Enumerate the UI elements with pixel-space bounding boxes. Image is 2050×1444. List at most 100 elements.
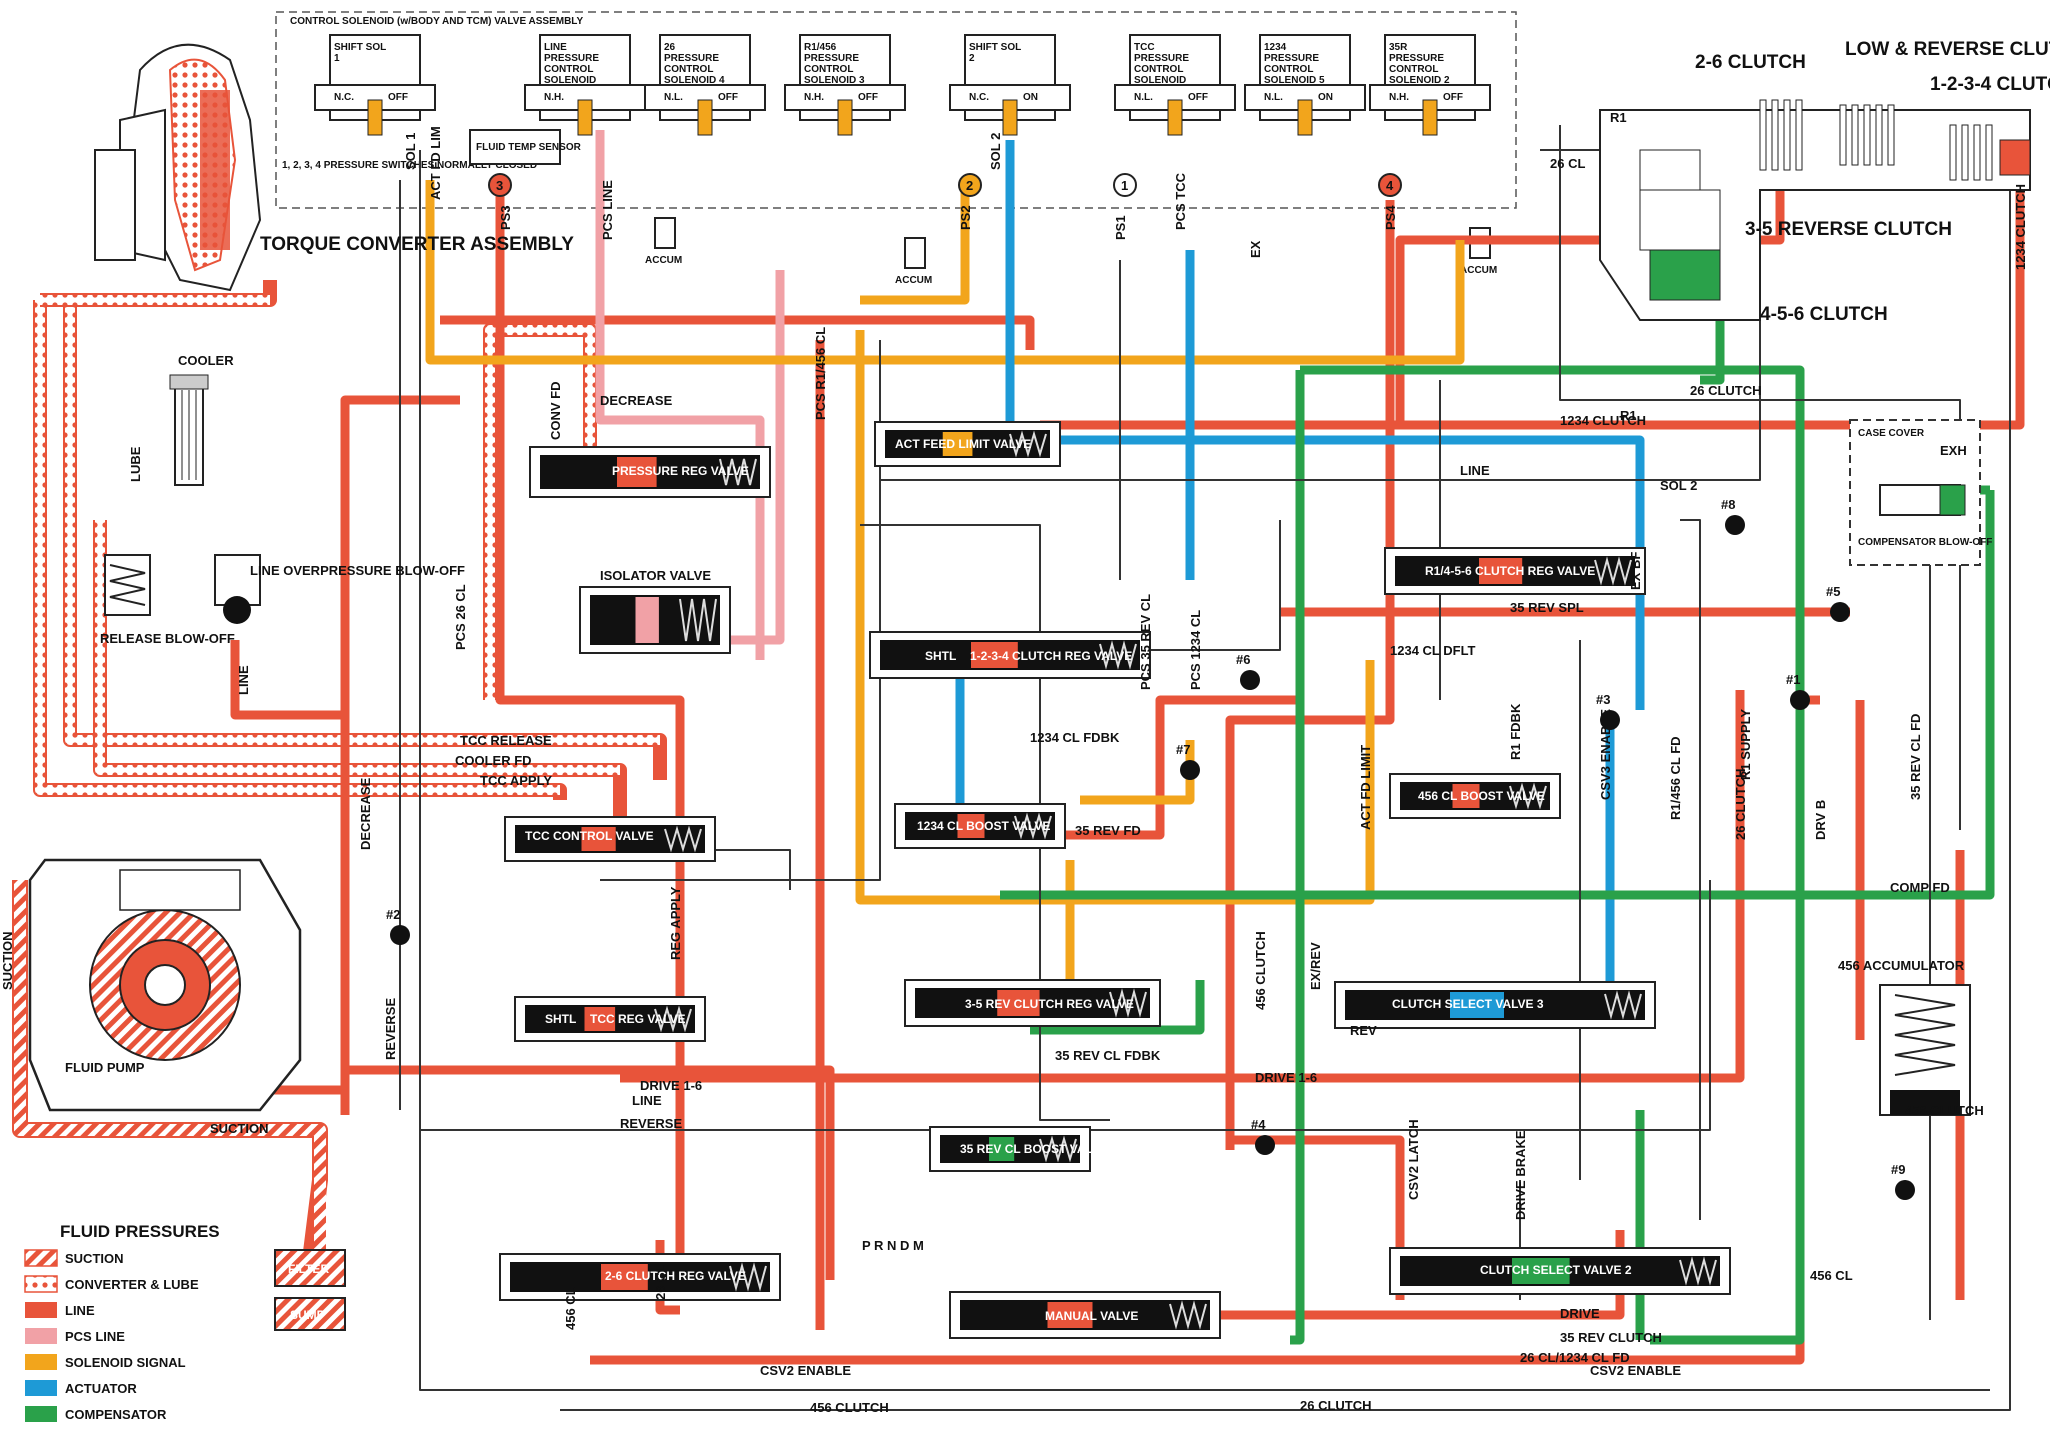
passage-label: R1 [1610,110,1627,125]
pressure-switch-number: 1 [1121,178,1128,193]
valve-spring [719,458,757,486]
legend-swatch [24,1275,58,1293]
solenoid-name-line: 35R [1389,42,1408,53]
clutch-assembly: 2-6 CLUTCH LOW & REVERSE CLUTCH 1-2-3-4 … [1599,39,2050,325]
legend-item: PCS LINE [25,1328,125,1344]
valve-spring [664,825,702,853]
passage-label: PCS TCC [1173,172,1188,230]
passage-label: PCS 35 REV CL [1138,594,1153,690]
passage-label: LINE [632,1093,662,1108]
release-blowoff-label: RELEASE BLOW-OFF [100,631,235,646]
passage-label: 35 REV CL FD [1908,714,1923,800]
checkball-label: #8 [1721,497,1735,512]
passage-label: SOL 1 [403,133,418,170]
line-drive-16 [620,690,1745,1083]
passage-label: 1234 CLUTCH [1560,413,1646,428]
clutch-26-plates [1759,99,1803,171]
solenoid-assembly-label: CONTROL SOLENOID (w/BODY AND TCM) VALVE … [290,16,583,27]
passage-label: 1234 CLUTCH [2013,184,2028,270]
valve-spring [1009,430,1047,458]
pressure-reg-label: PRESSURE REG VALVE [612,464,749,478]
valve-spring [1039,1135,1077,1163]
solenoid-state: OFF [1188,92,1208,103]
torque-converter-label: TORQUE CONVERTER ASSEMBLY [260,234,574,255]
manual-position-indicator: P R N D M [862,1238,924,1253]
passage-label: COMP FD [1890,880,1950,895]
legend-swatch [25,1406,57,1422]
fluid-pump: FLUID PUMP [28,858,302,1112]
solenoid-state: ON [1023,92,1038,103]
solenoid-name-line: SOLENOID [544,75,596,86]
pressure-switch-note: 1, 2, 3, 4 PRESSURE SWITCHES NORMALLY CL… [282,160,537,171]
valve-spring [1169,1300,1207,1330]
checkball-label: #6 [1236,652,1250,667]
c1234-shtl-label: SHTL [925,649,956,663]
valve-land-fill [584,1007,616,1031]
pressure-switch: 3 [488,173,512,197]
filter-label: FILTER [288,1262,329,1276]
filter-sump: FILTER SUMP [274,1249,346,1331]
legend-label: COMPENSATOR [65,1407,167,1422]
passage-label: TCC APPLY [480,773,552,788]
passage-label: 1234 CL FDBK [1030,730,1120,745]
valve-land-fill [601,1264,648,1290]
checkball: #5 [1826,584,1850,622]
converter-passage [33,300,567,800]
sump-label: SUMP [290,1308,325,1322]
pressure-switch-circle [488,173,512,197]
passage-label: REVERSE [620,1116,682,1131]
torque-converter: TORQUE CONVERTER ASSEMBLY [94,43,574,292]
tcc-shtl-label: SHTL [545,1012,576,1026]
checkball-label: #5 [1826,584,1840,599]
passage-label: PS2 [958,205,973,230]
solenoid-name-line: 1234 [1264,42,1287,53]
legend-swatch [25,1302,57,1318]
checkball-ball [1725,515,1745,535]
solenoid-plunger [367,99,383,136]
solenoid-name-line: 26 [664,42,676,53]
comp-35-boost [1030,980,1205,1035]
solenoid-name-line: SOLENOID 3 [804,75,865,86]
converter-passage-fill [35,300,560,795]
pcs-line-passage [595,130,765,660]
passage-label: 26 CLUTCH [1733,768,1748,840]
conv-fd-passage [483,323,597,700]
legend-label: LINE [65,1303,95,1318]
conv-fd-passage-fill [485,325,595,700]
exhaust-passage-1 [419,150,1990,1391]
checkball-label: #7 [1176,742,1190,757]
line-35rev-fd [1060,695,1300,840]
solenoid-name-line: PRESSURE [544,53,599,64]
tcc-reg-label: TCC REG VALVE [590,1012,686,1026]
legend-item: ACTUATOR [25,1380,137,1396]
solenoid-plunger [837,99,853,136]
checkballs: #1#2#3#4#5#6#7#8#9 [386,497,1915,1200]
legend-swatch [25,1354,57,1370]
clutch-low-reverse-label: LOW & REVERSE CLUTCH [1845,39,2050,60]
valve-spring [679,598,717,642]
act-fd-lim-main [425,180,1465,365]
legend-swatch [25,1328,57,1344]
pressure-switch-circle [1113,173,1137,197]
passage-label: PCS R1/456 CL [813,327,828,420]
comp-fd-passage [1000,490,1995,900]
valve-land-fill [1047,1302,1093,1328]
comp-35rev-mid [1290,370,1305,1345]
valve-spring [1109,988,1147,1018]
checkball: #8 [1721,497,1745,535]
passage-label: 1234 CL DFLT [1390,643,1476,658]
line-overpressure [230,640,345,720]
cooler: COOLER [169,353,234,486]
accum: ACCUM [645,217,682,266]
clutch-456-piston [1649,249,1721,301]
solenoid-assembly-outline [275,11,1517,209]
c1234-reg-valve [869,631,1151,679]
c1234-boost-valve [894,803,1066,849]
accumulator-456: 456 ACCUMULATOR [1838,958,1971,1116]
